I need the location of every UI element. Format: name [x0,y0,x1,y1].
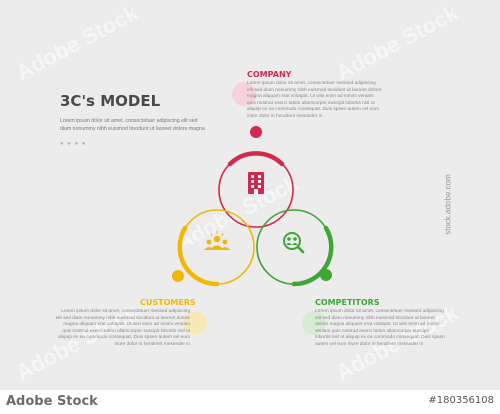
pagination-dots: ● ● ● ● [60,141,87,147]
search-people-icon [283,232,305,254]
company-text: Lorem ipsum dolor sit amet, consectetuer… [247,81,382,119]
venn-diagram [172,126,334,287]
company-bubble [232,82,256,106]
footer-id: #180356108 [428,395,494,406]
footer-bar: Adobe Stock #180356108 [0,390,500,414]
competitors-arc [291,225,334,287]
competitors-heading: COMPETITORS [315,298,380,307]
customers-heading: CUSTOMERS [140,298,196,307]
intro-text: Lorem ipsum dolor sit amet, consectetuer… [60,118,205,132]
company-arc [227,151,285,167]
competitors-bubble [302,311,326,335]
company-dot [250,126,262,138]
customers-dot [172,270,184,282]
competitors-dot [320,269,332,281]
page-title: 3C's MODEL [60,92,161,110]
building-icon [248,172,264,194]
group-icon [204,231,230,250]
customers-text: Lorem ipsum dolor sit amet, consectetuer… [55,309,190,347]
customers-bubble [183,311,207,335]
competitors-text: Lorem ipsum dolor sit amet, consectetuer… [315,309,445,347]
diagram-canvas: Adobe Stock Adobe Stock Adobe Stock Adob… [0,0,500,390]
customers-arc [177,225,220,287]
side-credit: stock.adobe.com [443,174,453,235]
footer-brand: Adobe Stock [6,394,98,409]
company-heading: COMPANY [247,70,292,79]
